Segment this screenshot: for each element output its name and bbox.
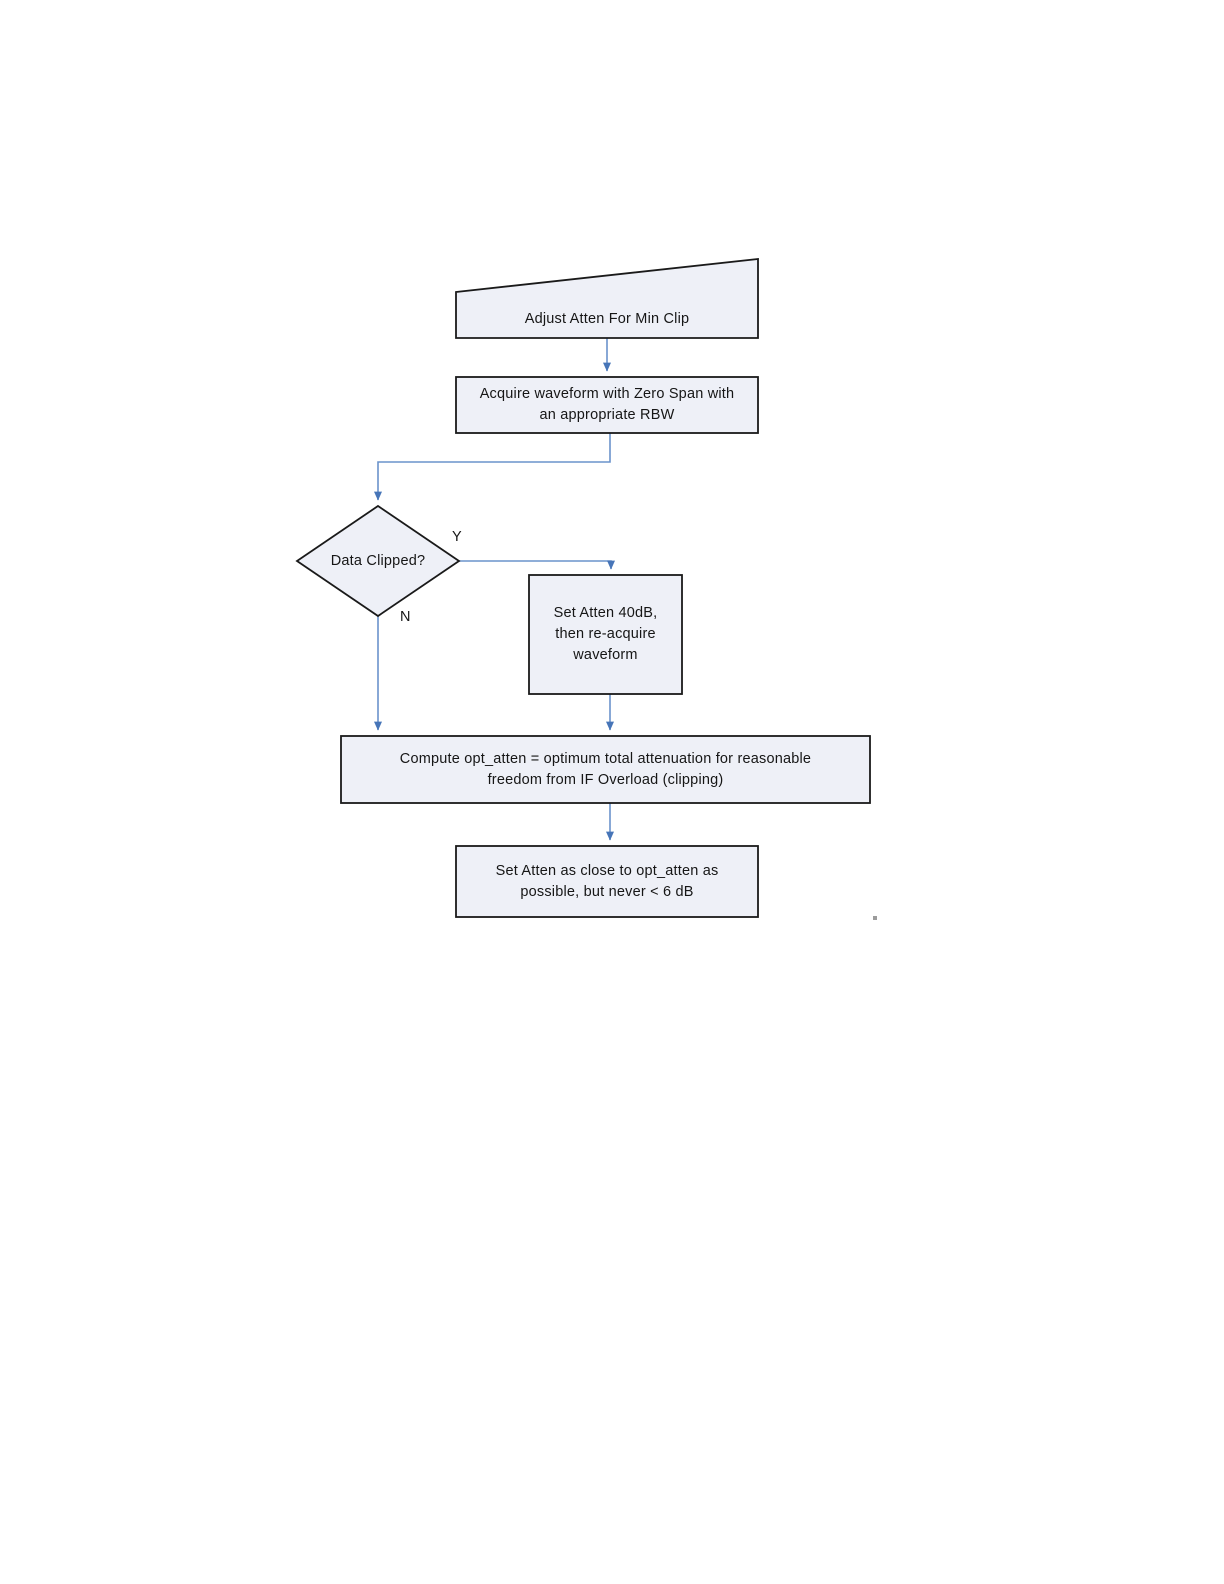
edge-label-no: N: [400, 609, 411, 625]
edge-acquire-to-decision: [374, 433, 611, 501]
edge-label-yes: Y: [452, 529, 462, 545]
node-decision-shape[interactable]: [295, 504, 461, 618]
node-acquire-shape[interactable]: [455, 376, 759, 434]
node-start-shape[interactable]: [455, 257, 759, 339]
edge-decision-yes-to-set40: [459, 560, 615, 570]
node-compute-shape[interactable]: [340, 735, 871, 804]
stray-dot-artifact: [873, 916, 877, 920]
node-setclose-shape[interactable]: [455, 845, 759, 918]
node-set40-shape[interactable]: [528, 574, 683, 695]
